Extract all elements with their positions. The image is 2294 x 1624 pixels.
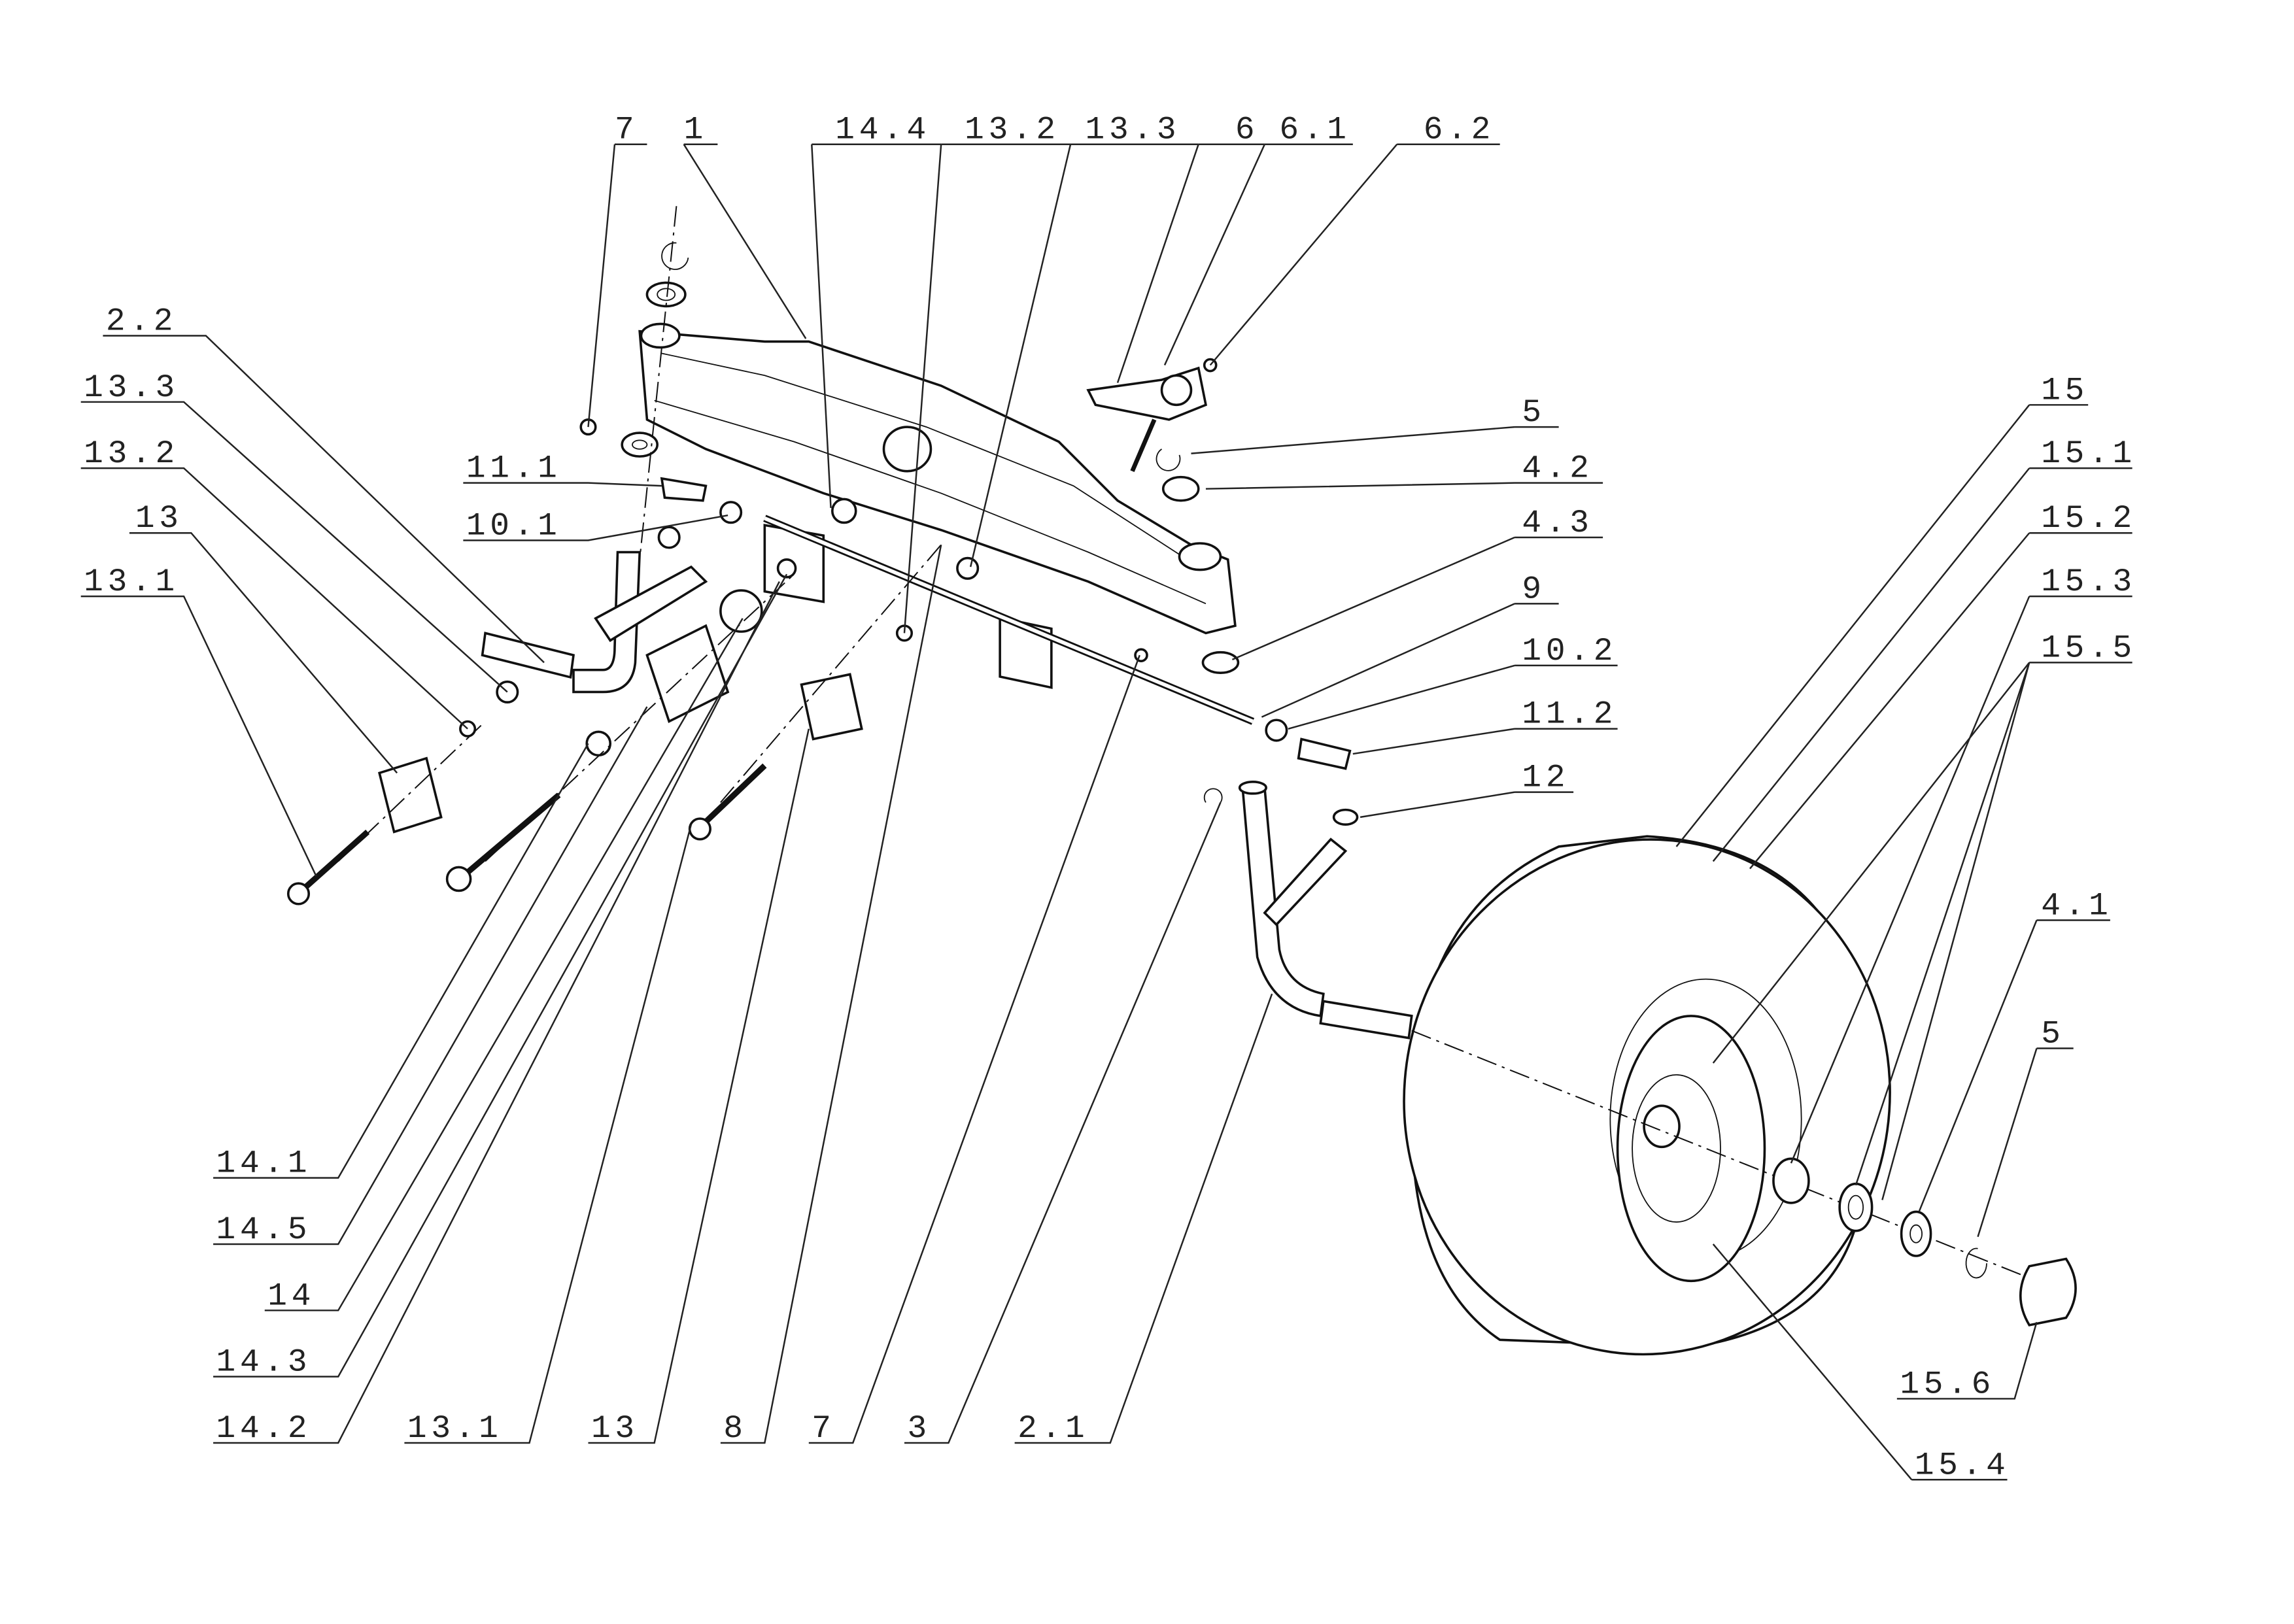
callout-label: 14 [267,1277,315,1314]
callout-label: 8 [723,1410,747,1447]
callout-labels: 7 1 14.4 13.2 13.3 6 6.1 6.2 2.2 13.3 13… [84,112,2136,1484]
callout-label: 9 [1522,571,1545,607]
callout-label: 15.2 [2041,500,2136,537]
callout-label: 15.5 [2041,630,2136,666]
callout-label: 10.2 [1522,633,1617,669]
callout-label: 15.6 [1900,1366,1995,1402]
callout-label: 7 [812,1410,835,1447]
callout-label: 15.4 [1915,1447,2010,1483]
callout-label: 14.3 [216,1344,312,1381]
axle-frame [638,330,1237,635]
callout-label: 15.3 [2041,564,2136,600]
callout-label: 4.3 [1522,505,1593,541]
callout-label: 13.3 [84,369,179,406]
callout-label: 12 [1522,760,1569,796]
callout-label: 11.2 [1522,696,1617,733]
callout-label: 14.5 [216,1211,312,1248]
callout-label: 13.2 [965,112,1060,148]
callout-label: 3 [907,1410,931,1447]
callout-label: 4.1 [2041,887,2112,924]
callout-label: 15 [2041,372,2089,409]
callout-label: 13 [591,1410,639,1447]
callout-label: 2.2 [106,303,177,339]
callout-label: 14.2 [216,1410,312,1447]
callout-label: 14.1 [216,1145,312,1182]
callout-label: 11.1 [466,450,562,487]
callout-label: 6 [1235,112,1259,148]
callout-label: 15.1 [2041,435,2136,472]
wheel [1403,835,1891,1356]
callout-label: 5 [2041,1015,2064,1052]
callout-label: 2.1 [1018,1410,1089,1447]
callout-label: 14.4 [835,112,931,148]
callout-label: 6.2 [1424,112,1495,148]
left-spindle [572,550,642,694]
parts [286,206,2077,1356]
callout-label: 13.1 [407,1410,503,1447]
callout-label: 6.1 [1279,112,1350,148]
callout-label: 13.3 [1086,112,1181,148]
leader-lines [80,143,2132,1481]
callout-label: 7 [615,112,638,148]
callout-label: 13 [135,500,183,537]
callout-label: 10.1 [466,507,562,544]
callout-label: 5 [1522,394,1545,431]
callout-label: 1 [684,112,708,148]
callout-label: 13.1 [84,564,179,600]
hub-cap [2019,1257,2077,1327]
callout-label: 4.2 [1522,450,1593,487]
callout-label: 13.2 [84,435,179,472]
